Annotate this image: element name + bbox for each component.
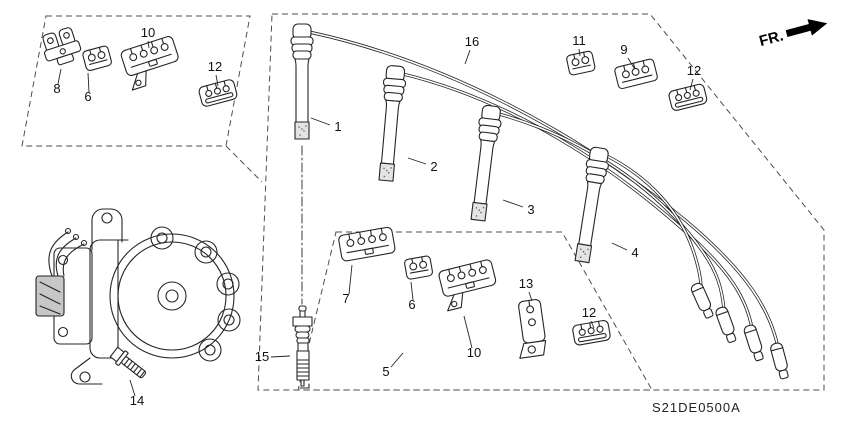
callout-5-label: 5 [382, 364, 389, 379]
fr-label: FR. [757, 27, 785, 50]
callouts-layer: 1 2 3 4 5 6 6 7 8 9 10 10 11 12 12 12 13… [53, 25, 701, 408]
callout-2: 2 [407, 157, 438, 174]
clamp-kit-box-center [297, 231, 653, 391]
callout-12-right-label: 12 [687, 63, 701, 78]
callout-9: 9 [620, 42, 635, 69]
main-assembly-box [257, 13, 825, 391]
wire-clamp-6-center [403, 254, 434, 281]
ignition-wire-cable-3 [497, 112, 726, 312]
wire-terminal-3 [714, 305, 739, 345]
callout-12-center-label: 12 [582, 305, 596, 320]
callout-11-label: 11 [572, 33, 586, 48]
wire-terminal-1 [769, 341, 792, 381]
wire-clamp-12-center [571, 319, 612, 347]
callout-8-label: 8 [53, 81, 60, 96]
mounting-bolt [109, 346, 147, 379]
callout-6-center-label: 6 [408, 297, 415, 312]
callout-13: 13 [519, 276, 533, 302]
callout-12-center: 12 [582, 305, 596, 329]
callout-5: 5 [382, 352, 404, 379]
callout-15-label: 15 [255, 349, 269, 364]
callout-4-label: 4 [631, 245, 638, 260]
ignition-wire-cable-2 [401, 72, 755, 337]
callout-10-left-label: 10 [141, 25, 155, 40]
callout-9-label: 9 [620, 42, 627, 57]
callout-16: 16 [464, 34, 479, 65]
wire-holder-10-center [438, 259, 500, 311]
spark-plug-boot-4 [570, 145, 612, 264]
callout-14: 14 [129, 379, 144, 408]
wire-clamp-12-right [667, 82, 709, 112]
wire-holder-10-left [120, 35, 184, 90]
ignition-wire-cable-4 [605, 154, 703, 290]
spark-plug-boot-1 [290, 23, 314, 140]
wire-terminal-4 [689, 281, 716, 321]
callout-12-left: 12 [208, 59, 222, 87]
wire-clamp-12-left [197, 78, 239, 108]
callout-16-label: 16 [465, 34, 479, 49]
diagram-code: S21DE0500A [652, 400, 741, 415]
fr-arrow-icon [785, 19, 828, 37]
clamp-kit-box-top-left [21, 15, 251, 147]
clamp-bracket-13 [511, 298, 549, 359]
callout-10-center: 10 [463, 315, 481, 360]
callout-7-label: 7 [342, 291, 349, 306]
callout-13-label: 13 [519, 276, 533, 291]
callout-6-left-label: 6 [84, 89, 91, 104]
distributor [35, 208, 241, 385]
callout-12-right: 12 [687, 63, 701, 91]
callout-4: 4 [611, 242, 639, 260]
spark-plug-boot-2 [374, 64, 408, 183]
fr-direction-indicator: FR. [757, 19, 828, 50]
callout-6-center: 6 [408, 281, 416, 312]
wire-terminal-2 [742, 323, 767, 363]
callout-1-label: 1 [334, 119, 341, 134]
callout-6-left: 6 [84, 72, 92, 104]
callout-10-left: 10 [141, 25, 155, 49]
callout-15: 15 [255, 349, 291, 364]
callout-8: 8 [53, 68, 62, 96]
callout-10-center-label: 10 [467, 345, 481, 360]
callout-7: 7 [342, 264, 353, 306]
spark-plug [292, 305, 313, 389]
callout-3-label: 3 [527, 202, 534, 217]
callout-14-label: 14 [130, 393, 144, 408]
wire-clamp-6-left [81, 44, 113, 72]
callout-1: 1 [310, 117, 342, 134]
box-connector-dash [225, 145, 263, 183]
clamp-bracket-8 [38, 25, 85, 69]
callout-11: 11 [572, 33, 586, 57]
wire-clamp-11 [565, 50, 597, 77]
wire-clamp-9 [613, 57, 659, 90]
callout-12-left-label: 12 [208, 59, 222, 74]
callout-3: 3 [502, 199, 535, 217]
callout-2-label: 2 [430, 159, 437, 174]
spark-plug-boot-3 [466, 104, 504, 223]
